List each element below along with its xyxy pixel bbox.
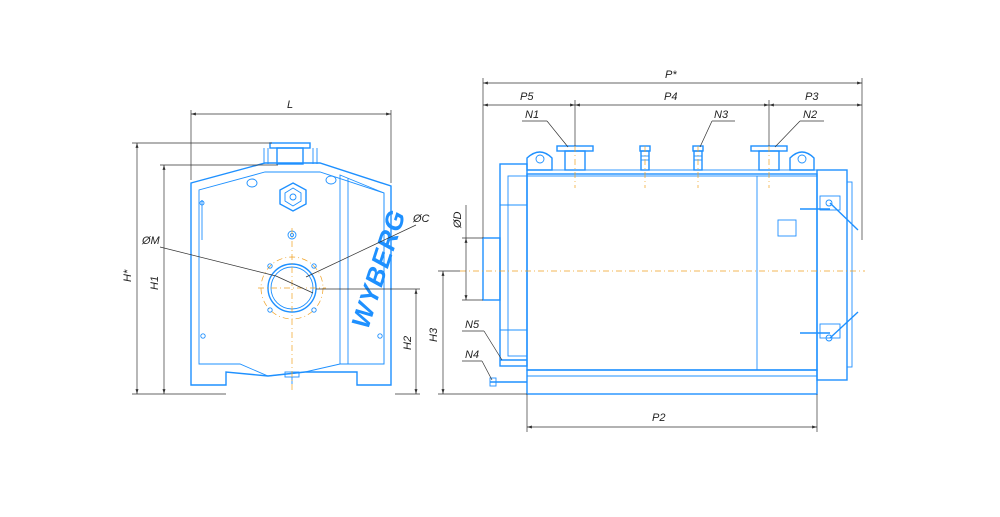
svg-text:ØD: ØD [452, 211, 464, 229]
dimension-h3: H3 [428, 270, 527, 395]
svg-text:L: L [287, 99, 293, 111]
svg-text:H2: H2 [402, 336, 414, 350]
side-view-base-rail [526, 369, 818, 395]
top-flange [263, 142, 318, 165]
svg-text:H1: H1 [149, 276, 161, 290]
svg-text:P2: P2 [652, 412, 665, 424]
lifting-lug-rear [526, 151, 553, 171]
svg-text:P*: P* [665, 69, 677, 81]
svg-text:N4: N4 [465, 349, 479, 361]
diameter-c-label: ØC [412, 213, 430, 225]
svg-text:N2: N2 [803, 109, 817, 121]
flue-outlet [482, 237, 501, 301]
door-hinge-bottom [800, 311, 859, 342]
svg-text:N3: N3 [714, 109, 729, 121]
side-view-shell [526, 173, 818, 371]
svg-text:P4: P4 [664, 91, 677, 103]
svg-text:H*: H* [122, 269, 134, 282]
brand-name-text: WYBERG [345, 206, 412, 332]
front-view: WYBERG ØM ØC L H* H1 [122, 99, 430, 395]
svg-text:N5: N5 [465, 319, 480, 331]
nozzle-callouts: N1 N3 N2 N5 N4 [462, 109, 824, 381]
front-view-body-outline [190, 162, 392, 386]
front-door-panel [339, 174, 385, 365]
door-hinge-top [800, 195, 859, 231]
dimension-diameter-d: ØD [452, 205, 483, 301]
svg-text:P3: P3 [805, 91, 819, 103]
diameter-m-label: ØM [141, 235, 161, 247]
dimension-p5-p4-p3: P5 P4 P3 [483, 91, 862, 146]
svg-text:H3: H3 [428, 327, 440, 342]
brand-logo-icon [279, 182, 307, 212]
svg-text:N1: N1 [525, 109, 539, 121]
dimension-l: L [190, 99, 392, 183]
dimension-h-total: H* [122, 142, 272, 395]
lifting-lug-front [789, 151, 815, 171]
dimension-p2: P2 [526, 394, 818, 432]
dimension-h2: H2 [316, 288, 420, 395]
svg-text:P5: P5 [520, 91, 534, 103]
dimension-h1: H1 [149, 164, 278, 394]
side-view: P* P5 P4 P3 N1 N3 N2 N5 [428, 69, 865, 432]
